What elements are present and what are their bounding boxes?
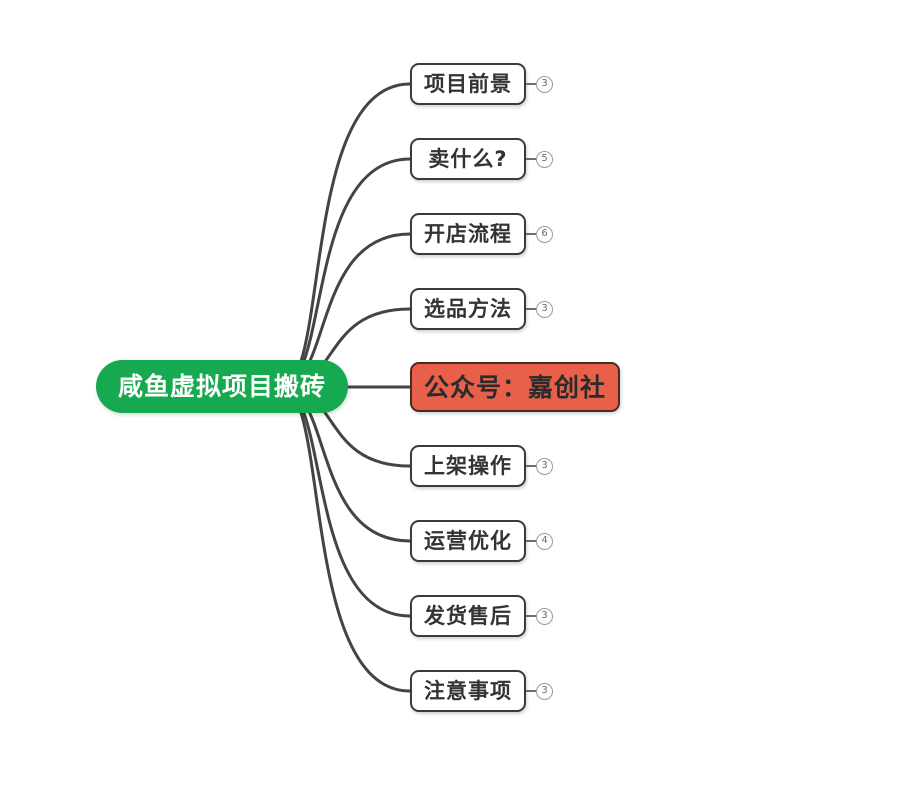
badge-stub <box>526 465 536 467</box>
node-label: 上架操作 <box>424 453 512 478</box>
child-count-badge[interactable]: 6 <box>536 225 553 243</box>
branch-node: 发货售后 3 <box>410 595 553 637</box>
branch-node: 运营优化 4 <box>410 520 553 562</box>
child-count-badge[interactable]: 3 <box>536 682 553 700</box>
badge-stub <box>526 308 536 310</box>
root-node-label: 咸鱼虚拟项目搬砖 <box>117 372 326 401</box>
badge-stub <box>526 540 536 542</box>
branch-node: 项目前景 3 <box>410 63 553 105</box>
node-label: 卖什么? <box>428 146 508 171</box>
node-box[interactable]: 发货售后 <box>410 595 526 637</box>
badge-stub <box>526 690 536 692</box>
branch-node: 选品方法 3 <box>410 288 553 330</box>
node-box[interactable]: 项目前景 <box>410 63 526 105</box>
node-box-highlight[interactable]: 公众号：嘉创社 <box>410 362 621 412</box>
badge-stub <box>526 615 536 617</box>
node-label: 注意事项 <box>424 678 512 703</box>
child-count-badge[interactable]: 3 <box>536 300 553 318</box>
node-box[interactable]: 卖什么? <box>410 138 526 180</box>
branch-node: 开店流程 6 <box>410 213 553 255</box>
branch-node: 注意事项 3 <box>410 670 553 712</box>
badge-stub <box>526 83 536 85</box>
node-box[interactable]: 注意事项 <box>410 670 526 712</box>
node-label: 选品方法 <box>424 296 512 321</box>
node-label: 项目前景 <box>424 71 512 96</box>
root-node[interactable]: 咸鱼虚拟项目搬砖 <box>96 360 348 413</box>
branch-node: 公众号：嘉创社 <box>410 362 621 412</box>
child-count-badge[interactable]: 4 <box>536 532 553 550</box>
branch-node: 卖什么? 5 <box>410 138 553 180</box>
node-box[interactable]: 上架操作 <box>410 445 526 487</box>
badge-stub <box>526 158 536 160</box>
node-label: 公众号：嘉创社 <box>424 372 607 402</box>
node-box[interactable]: 选品方法 <box>410 288 526 330</box>
node-label: 运营优化 <box>424 528 512 553</box>
node-box[interactable]: 开店流程 <box>410 213 526 255</box>
branch-node: 上架操作 3 <box>410 445 553 487</box>
node-label: 开店流程 <box>424 221 512 246</box>
child-count-badge[interactable]: 3 <box>536 457 553 475</box>
child-count-badge[interactable]: 3 <box>536 607 553 625</box>
node-box[interactable]: 运营优化 <box>410 520 526 562</box>
child-count-badge[interactable]: 5 <box>536 150 553 168</box>
badge-stub <box>526 233 536 235</box>
child-count-badge[interactable]: 3 <box>536 75 553 93</box>
node-label: 发货售后 <box>424 603 512 628</box>
